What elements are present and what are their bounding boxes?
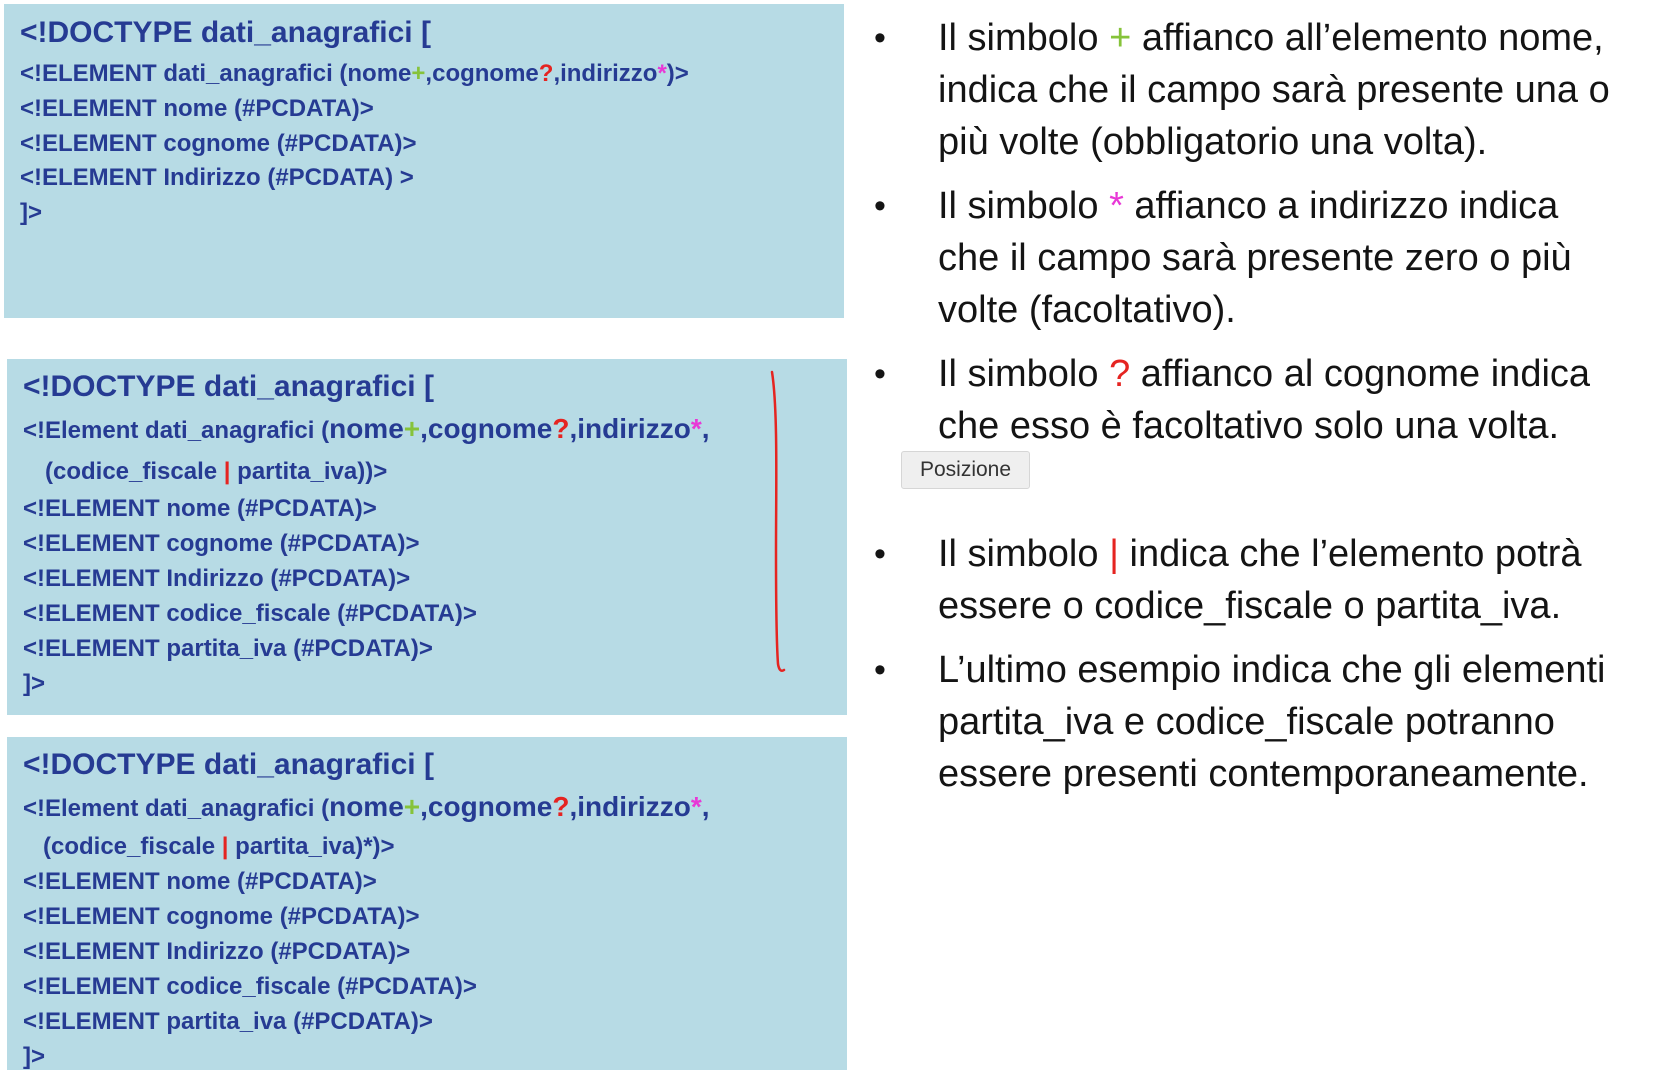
dtd-example-choice-repeat: <!DOCTYPE dati_anagrafici [ <!Element da… [7, 737, 847, 1070]
bullet-line: essere o codice_fiscale o partita_iva. [938, 585, 1562, 627]
bullet-text-part: Il simbolo [938, 17, 1110, 59]
code-text: ,indirizzo [553, 60, 658, 87]
element-partita-iva-line: <!ELEMENT partita_iva (#PCDATA)> [23, 1008, 433, 1035]
bullet-text: Il simbolo ? affianco al cognome indica … [938, 348, 1668, 452]
question-symbol: ? [1109, 353, 1131, 395]
bullet-dot-icon: • [874, 355, 886, 393]
element-nome-line: <!ELEMENT nome (#PCDATA)> [23, 868, 377, 895]
element-nome-line: <!ELEMENT nome (#PCDATA)> [20, 95, 374, 122]
element-indirizzo-line: <!ELEMENT Indirizzo (#PCDATA)> [23, 565, 411, 592]
code-text: (codice_fiscale [43, 833, 222, 860]
bullet-line: Il simbolo ? affianco al cognome indica [938, 348, 1668, 400]
code-text: nome [329, 791, 404, 822]
bullet-text-part: Il simbolo [938, 353, 1110, 395]
bullet-text: Il simbolo * affianco a indirizzo indica… [938, 180, 1668, 336]
choice-group-line: (codice_fiscale | partita_iva)*)> [43, 835, 395, 859]
question-symbol: ? [552, 413, 570, 444]
code-text: ,indirizzo [569, 791, 691, 822]
code-text: ,cognome [420, 413, 553, 444]
code-text: ,cognome [425, 60, 539, 87]
bullet-text-part: affianco al cognome indica [1130, 353, 1591, 395]
dtd-example-choice: <!DOCTYPE dati_anagrafici [ <!Element da… [7, 359, 847, 715]
bullet-dot-icon: • [874, 535, 886, 573]
bullet-text-part: Il simbolo [938, 533, 1110, 575]
star-symbol: * [690, 413, 702, 444]
bullet-text-part: Il simbolo [938, 185, 1110, 227]
code-text: )> [666, 60, 689, 87]
bullet-text: Il simbolo + affianco all’elemento nome,… [938, 12, 1668, 168]
bullet-line: indica che il campo sarà presente una o [938, 69, 1610, 111]
code-text: , [701, 791, 710, 822]
code-text: partita_iva))> [230, 458, 388, 485]
element-codice-fiscale-line: <!ELEMENT codice_fiscale (#PCDATA)> [23, 600, 477, 627]
bullet-dot-icon: • [874, 651, 886, 689]
bullet-line: partita_iva e codice_fiscale potranno [938, 701, 1555, 743]
element-declaration-line: <!ELEMENT dati_anagrafici (nome+,cognome… [20, 62, 689, 86]
doctype-close-line: ]> [23, 670, 46, 697]
bullet-line: L’ultimo esempio indica che gli elementi [938, 649, 1606, 691]
element-partita-iva-line: <!ELEMENT partita_iva (#PCDATA)> [23, 635, 433, 662]
element-codice-fiscale-line: <!ELEMENT codice_fiscale (#PCDATA)> [23, 973, 477, 1000]
plus-symbol: + [403, 791, 421, 822]
element-cognome-line: <!ELEMENT cognome (#PCDATA)> [23, 903, 420, 930]
dtd-example-basic: <!DOCTYPE dati_anagrafici [ <!ELEMENT da… [4, 4, 844, 318]
element-cognome-line: <!ELEMENT cognome (#PCDATA)> [23, 530, 420, 557]
doctype-close-line: ]> [23, 1043, 46, 1070]
bullet-text-part: affianco a indirizzo indica [1123, 185, 1559, 227]
element-indirizzo-line: <!ELEMENT Indirizzo (#PCDATA) > [20, 164, 414, 191]
star-symbol: * [1109, 185, 1124, 227]
question-symbol: ? [538, 60, 554, 87]
code-text: ,indirizzo [569, 413, 691, 444]
code-text: <!ELEMENT dati_anagrafici (nome [20, 60, 412, 87]
question-symbol: ? [552, 791, 570, 822]
pipe-symbol: | [1109, 533, 1119, 575]
plus-symbol: + [403, 413, 421, 444]
bullet-text-part: indica che l’elemento potrà [1118, 533, 1582, 575]
red-bracket-annotation [770, 370, 786, 672]
bullet-text: L’ultimo esempio indica che gli elementi… [938, 644, 1668, 800]
doctype-close-line: ]> [20, 199, 43, 226]
bullet-dot-icon: • [874, 187, 886, 225]
doctype-line: <!DOCTYPE dati_anagrafici [ [23, 370, 434, 403]
bullet-line: che esso è facoltativo solo una volta. [938, 405, 1560, 447]
bullet-line: Il simbolo + affianco all’elemento nome, [938, 12, 1668, 64]
pipe-symbol: | [221, 833, 229, 860]
code-text: nome [329, 413, 404, 444]
bullet-text: Il simbolo | indica che l’elemento potrà… [938, 528, 1668, 632]
element-cognome-line: <!ELEMENT cognome (#PCDATA)> [20, 130, 417, 157]
doctype-line: <!DOCTYPE dati_anagrafici [ [23, 748, 434, 781]
element-nome-line: <!ELEMENT nome (#PCDATA)> [23, 495, 377, 522]
choice-group-line: (codice_fiscale | partita_iva))> [45, 460, 387, 484]
element-indirizzo-line: <!ELEMENT Indirizzo (#PCDATA)> [23, 938, 411, 965]
star-symbol: * [657, 60, 667, 87]
element-declaration-line: <!Element dati_anagrafici (nome+,cognome… [23, 415, 710, 443]
code-text: partita_iva)*)> [228, 833, 395, 860]
code-text: (codice_fiscale [45, 458, 224, 485]
bullet-line: più volte (obbligatorio una volta). [938, 121, 1488, 163]
code-text: , [701, 413, 710, 444]
bullet-dot-icon: • [874, 19, 886, 57]
star-symbol: * [690, 791, 702, 822]
bullet-line: che il campo sarà presente zero o più [938, 237, 1572, 279]
code-text: ,cognome [420, 791, 553, 822]
bullet-line: Il simbolo | indica che l’elemento potrà [938, 528, 1668, 580]
bullet-line: essere presenti contemporaneamente. [938, 753, 1589, 795]
bullet-text-part: affianco all’elemento nome, [1131, 17, 1604, 59]
pipe-symbol: | [223, 458, 231, 485]
doctype-line: <!DOCTYPE dati_anagrafici [ [20, 16, 431, 49]
code-text: <!Element dati_anagrafici ( [23, 417, 330, 444]
position-tooltip: Posizione [901, 451, 1030, 489]
plus-symbol: + [1109, 17, 1132, 59]
element-declaration-line: <!Element dati_anagrafici (nome+,cognome… [23, 793, 710, 821]
code-text: <!Element dati_anagrafici ( [23, 795, 330, 822]
plus-symbol: + [411, 60, 426, 87]
bullet-line: Il simbolo * affianco a indirizzo indica [938, 180, 1668, 232]
bullet-line: volte (facoltativo). [938, 289, 1236, 331]
